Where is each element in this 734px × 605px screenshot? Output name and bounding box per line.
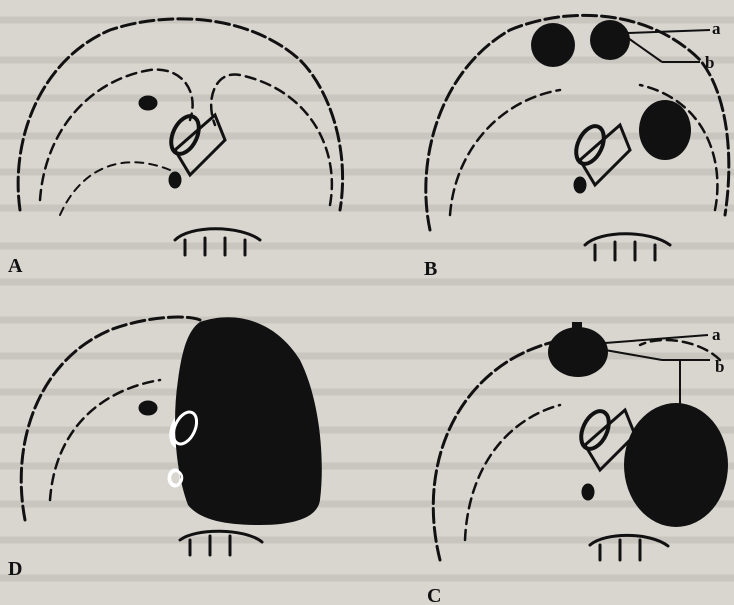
panel-b-mass-top-left bbox=[531, 23, 575, 67]
panel-d-outer-contour bbox=[21, 317, 200, 520]
panel-a-spine bbox=[175, 229, 260, 255]
panel-label-c: C bbox=[427, 585, 441, 605]
panel-a-vessel-small bbox=[169, 172, 181, 188]
panel-a-vessel-left bbox=[139, 96, 157, 110]
panel-label-d: D bbox=[8, 558, 22, 580]
panel-c-mass-top bbox=[548, 327, 608, 377]
panel-b-vessel-small bbox=[574, 177, 586, 193]
panel-c-mass-large bbox=[624, 403, 728, 527]
panel-a-inner-contour-right bbox=[211, 74, 332, 205]
panel-c-inner-contour bbox=[465, 405, 560, 540]
panel-d-vessel-left bbox=[139, 401, 157, 415]
panel-b-aorta bbox=[571, 122, 610, 168]
panel-c-callout-a: a bbox=[712, 325, 721, 344]
panel-c-mass-top-stalk bbox=[572, 322, 582, 332]
panel-c-outer-contour bbox=[433, 338, 570, 560]
panel-b-mass-right bbox=[639, 100, 691, 160]
panel-c-callout-b: b bbox=[715, 357, 724, 376]
panel-label-b: B bbox=[424, 258, 437, 280]
background-text-lines bbox=[0, 20, 734, 578]
panel-b-mass-top-right bbox=[590, 20, 630, 60]
panel-label-a: A bbox=[8, 255, 23, 277]
panel-b-inner-contour-left bbox=[450, 90, 560, 215]
panel-c-vessel-small bbox=[582, 484, 594, 500]
panel-b-callout-b: b bbox=[705, 53, 714, 72]
panel-d-inner-contour bbox=[50, 380, 160, 500]
panel-b-callout-a: a bbox=[712, 19, 721, 38]
